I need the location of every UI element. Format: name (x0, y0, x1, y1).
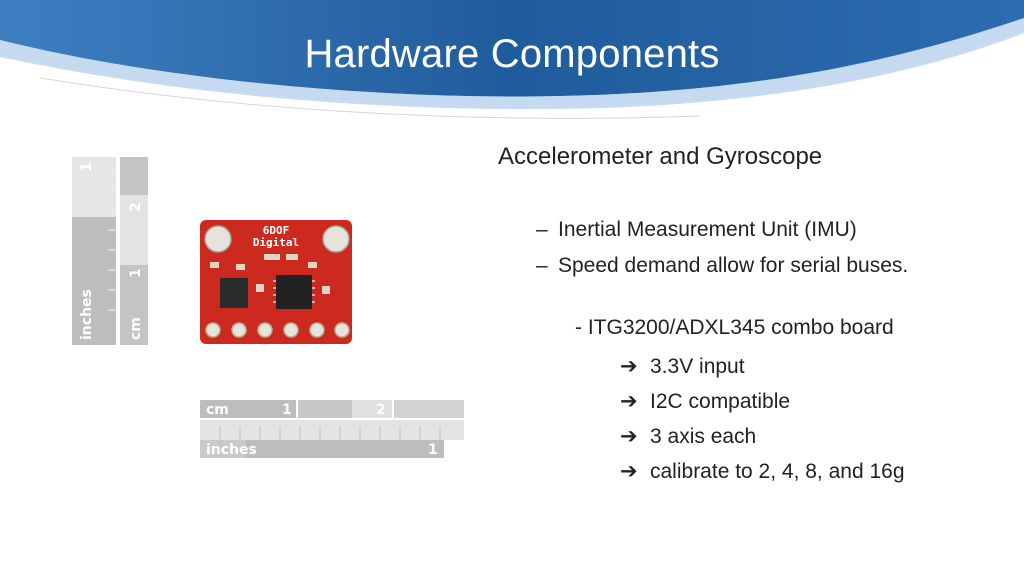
arrow-icon: ➔ (620, 460, 638, 483)
bullet-dash: – (536, 218, 548, 241)
bullet-item: –Speed demand allow for serial buses. (536, 251, 908, 287)
slide-title: Hardware Components (304, 32, 720, 76)
vertical-ruler-inches-label: inches (79, 289, 95, 340)
horizontal-ruler-cm-2: 2 (376, 402, 386, 418)
horizontal-ruler-cm-label: cm (206, 402, 229, 418)
vertical-ruler-cm-1: 1 (128, 268, 144, 278)
imu-board-photo: inches 1 cm 1 2 6DOF Digital (72, 157, 464, 458)
combo-board-line: - ITG3200/ADXL345 combo board (575, 316, 894, 339)
feature-item: ➔ I2C compatible (620, 387, 905, 422)
horizontal-ruler-cm-1: 1 (282, 402, 292, 418)
board-label-6dof: 6DOF (263, 224, 290, 237)
vertical-ruler: inches 1 cm 1 2 (72, 157, 148, 345)
feature-text: calibrate to 2, 4, 8, and 16g (650, 460, 905, 483)
feature-text: 3 axis each (650, 425, 757, 448)
section-heading: Accelerometer and Gyroscope (498, 143, 823, 170)
feature-text: 3.3V input (650, 355, 745, 378)
feature-item: ➔ calibrate to 2, 4, 8, and 16g (620, 457, 905, 492)
arrow-icon: ➔ (620, 355, 638, 378)
bullet-item: –Inertial Measurement Unit (IMU) (536, 215, 908, 251)
feature-text: I2C compatible (650, 390, 791, 413)
vertical-ruler-cm-2: 2 (128, 202, 144, 212)
feature-item: ➔ 3 axis each (620, 422, 905, 457)
bullet-text: Speed demand allow for serial buses. (558, 254, 909, 277)
imu-bullet-list: –Inertial Measurement Unit (IMU) –Speed … (536, 215, 908, 287)
feature-list: ➔ 3.3V input ➔ I2C compatible ➔ 3 axis each… (620, 352, 905, 492)
header-wave-background (0, 0, 1024, 119)
arrow-icon: ➔ (620, 425, 638, 448)
board-label-digital: Digital (253, 236, 299, 249)
horizontal-ruler-inch-1: 1 (428, 442, 438, 458)
vertical-ruler-inch-1: 1 (79, 162, 95, 172)
vertical-ruler-cm-label: cm (128, 317, 144, 340)
feature-item: ➔ 3.3V input (620, 352, 905, 387)
bullet-dash: – (536, 254, 548, 277)
imu-board: 6DOF Digital (200, 220, 352, 344)
bullet-text: Inertial Measurement Unit (IMU) (558, 218, 857, 241)
horizontal-ruler-inches-label: inches (206, 442, 257, 458)
arrow-icon: ➔ (620, 390, 638, 413)
horizontal-ruler: cm 1 2 inches 1 (200, 400, 464, 458)
